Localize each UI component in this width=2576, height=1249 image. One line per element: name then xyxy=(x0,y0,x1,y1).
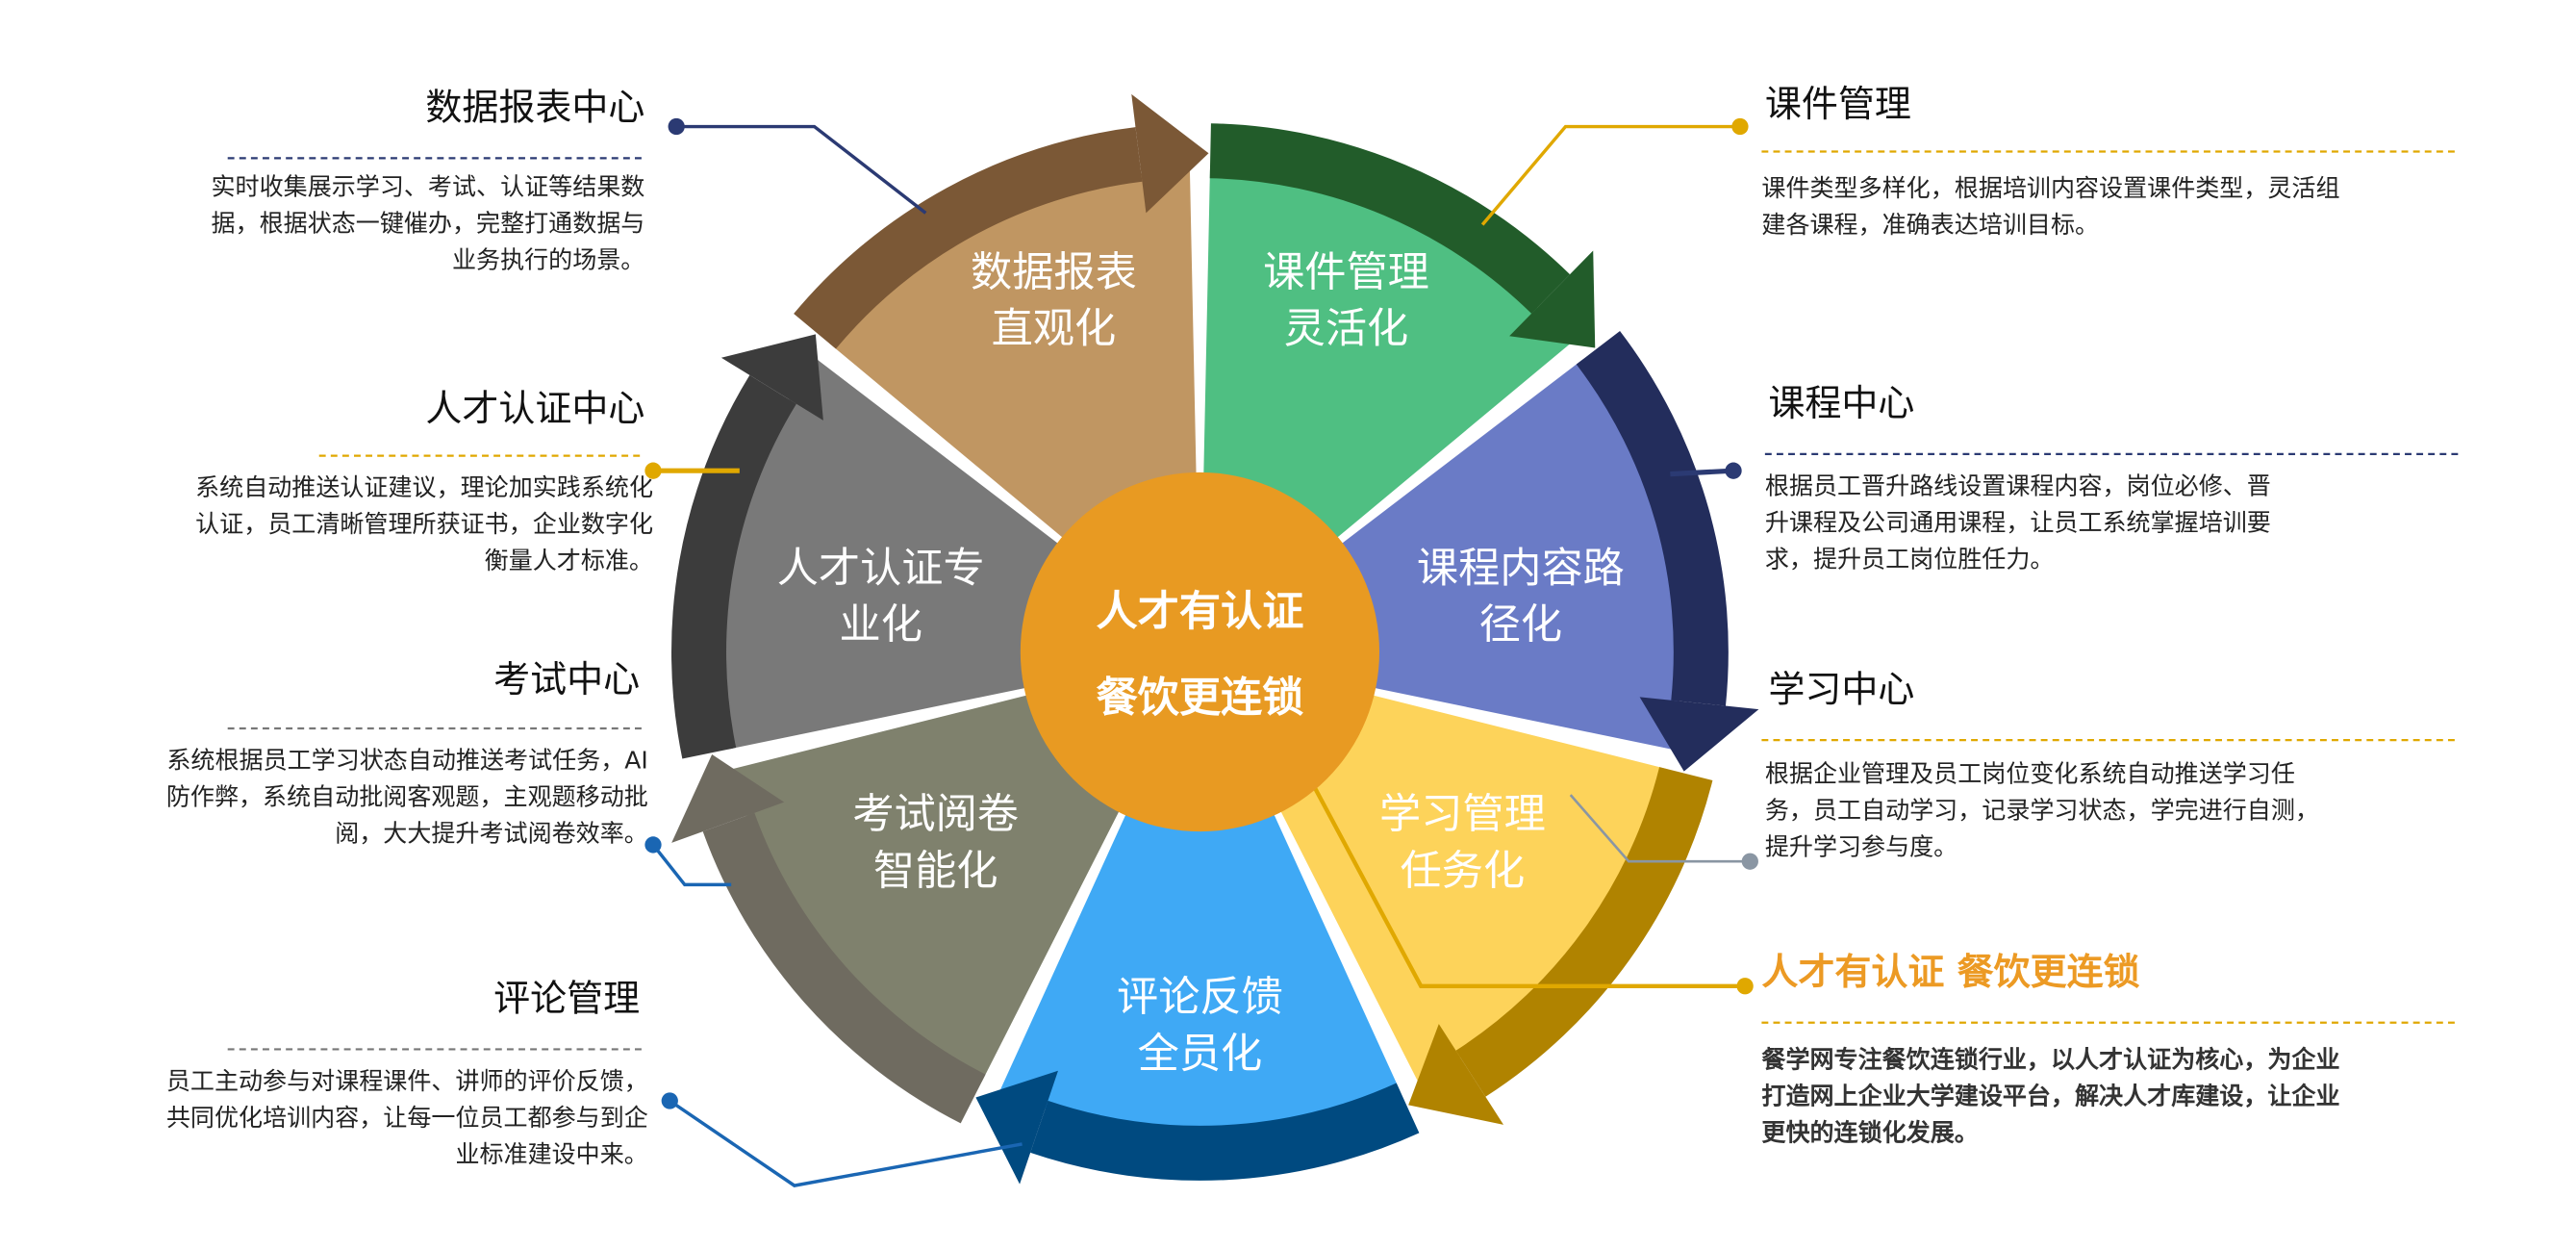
description-line: 业标准建设中来。 xyxy=(455,1140,647,1168)
description-line: 提升学习参与度。 xyxy=(1765,832,1957,860)
segment-label: 任务化 xyxy=(1401,847,1526,895)
segment-label: 径化 xyxy=(1479,601,1562,650)
segment-wedge xyxy=(999,651,1401,1134)
courseware-management-title: 课件管理 xyxy=(1765,83,1911,125)
center-line-2: 餐饮更连锁 xyxy=(1096,675,1303,723)
description-line: 防作弊，系统自动批阅客观题，主观题移动批 xyxy=(166,782,648,810)
leader-line xyxy=(1280,726,1746,988)
leader-line xyxy=(651,843,732,887)
description-line: 共同优化培训内容，让每一位员工都参与到企 xyxy=(166,1104,648,1132)
data-report-center-title: 数据报表中心 xyxy=(425,87,644,129)
segment-label: 人才认证专 xyxy=(777,545,985,593)
description-line: 更快的连锁化发展。 xyxy=(1761,1118,1978,1146)
leader-line xyxy=(669,1099,1023,1187)
description-line: 员工主动参与对课程课件、讲师的评价反馈， xyxy=(166,1067,648,1095)
description-line: 务，员工自动学习，记录学习状态，学完进行自测， xyxy=(1765,796,2319,824)
segment-label: 评论反馈 xyxy=(1117,974,1283,1022)
slogan-title: 人才有认证 餐饮更连锁 xyxy=(1761,951,2139,993)
segment-arrow-band xyxy=(794,127,1143,349)
segment-label: 智能化 xyxy=(873,847,998,895)
segment-arrowhead xyxy=(1639,697,1759,772)
segment-arrowhead xyxy=(1509,250,1596,348)
description-line: 求，提升员工岗位胜任力。 xyxy=(1765,545,2055,573)
segment-label: 课件管理 xyxy=(1263,248,1429,296)
connector-dot xyxy=(1741,853,1758,870)
description-line: 系统根据员工学习状态自动推送考试任务，AI xyxy=(166,746,647,774)
segment-label: 直观化 xyxy=(992,305,1117,353)
description-line: 升课程及公司通用课程，让员工系统掌握培训要 xyxy=(1765,508,2271,536)
segment-arrowhead xyxy=(1408,1024,1504,1125)
description-line: 根据员工晋升路线设置课程内容，岗位必修、晋 xyxy=(1765,472,2271,499)
segment-arrowhead xyxy=(671,754,785,843)
description-line: 认证，员工清晰管理所获证书，企业数字化 xyxy=(195,510,653,538)
segment-label: 业化 xyxy=(840,601,922,650)
segment-label: 全员化 xyxy=(1138,1030,1263,1078)
comment-management-title: 评论管理 xyxy=(493,978,640,1020)
segment-arrow-band xyxy=(1576,331,1729,706)
center-circle xyxy=(1020,472,1380,832)
connector-dot xyxy=(1725,462,1742,479)
description-line: 实时收集展示学习、考试、认证等结果数 xyxy=(212,172,645,200)
segment-label: 数据报表 xyxy=(971,248,1137,296)
description-line: 衡量人才标准。 xyxy=(485,547,653,574)
segment-label: 课程内容路 xyxy=(1417,545,1625,593)
segment-arrowhead xyxy=(975,1070,1058,1185)
center-line-1: 人才有认证 xyxy=(1096,588,1303,636)
connector-dot xyxy=(1731,117,1749,136)
connector-dot xyxy=(644,462,662,479)
segment-label: 学习管理 xyxy=(1379,791,1546,839)
segment-arrow-band xyxy=(1455,767,1713,1097)
learning-center-title: 学习中心 xyxy=(1768,668,1914,710)
connector-dot xyxy=(1736,978,1754,995)
talent-cert-center-title: 人才认证中心 xyxy=(425,387,644,429)
course-center-title: 课程中心 xyxy=(1768,382,1914,424)
segment-arrowhead xyxy=(1131,93,1209,214)
leader-line xyxy=(1670,468,1734,477)
segment-arrow-band xyxy=(1209,123,1571,314)
segment-label: 灵活化 xyxy=(1284,305,1409,353)
description-line: 根据企业管理及员工岗位变化系统自动推送学习任 xyxy=(1765,759,2295,787)
segment-arrow-band xyxy=(1030,1083,1420,1181)
description-line: 课件类型多样化，根据培训内容设置课件类型，灵活组 xyxy=(1761,174,2339,202)
connector-dot xyxy=(661,1092,678,1109)
description-line: 餐学网专注餐饮连锁行业，以人才认证为核心，为企业 xyxy=(1761,1045,2339,1073)
segment-arrowhead xyxy=(720,334,823,421)
description-line: 打造网上企业大学建设平台，解决人才库建设，让企业 xyxy=(1761,1082,2339,1109)
leader-line xyxy=(1480,124,1740,226)
segment-label: 考试阅卷 xyxy=(852,791,1019,839)
leader-line xyxy=(1569,794,1751,863)
description-line: 建各课程，准确表达培训目标。 xyxy=(1761,211,2099,239)
connector-dot xyxy=(668,117,685,136)
description-line: 系统自动推送认证建议，理论加实践系统化 xyxy=(195,473,653,501)
leader-line xyxy=(676,124,927,215)
description-line: 业务执行的场景。 xyxy=(452,245,644,273)
description-line: 据，根据状态一键催办，完整打通数据与 xyxy=(212,209,645,237)
description-line: 阅，大大提升考试阅卷效率。 xyxy=(335,819,648,847)
connector-dot xyxy=(644,836,662,854)
exam-center-title: 考试中心 xyxy=(493,658,640,701)
segment-arrow-band xyxy=(671,374,796,759)
segment-arrow-band xyxy=(702,812,986,1124)
connectors xyxy=(227,117,2461,1187)
